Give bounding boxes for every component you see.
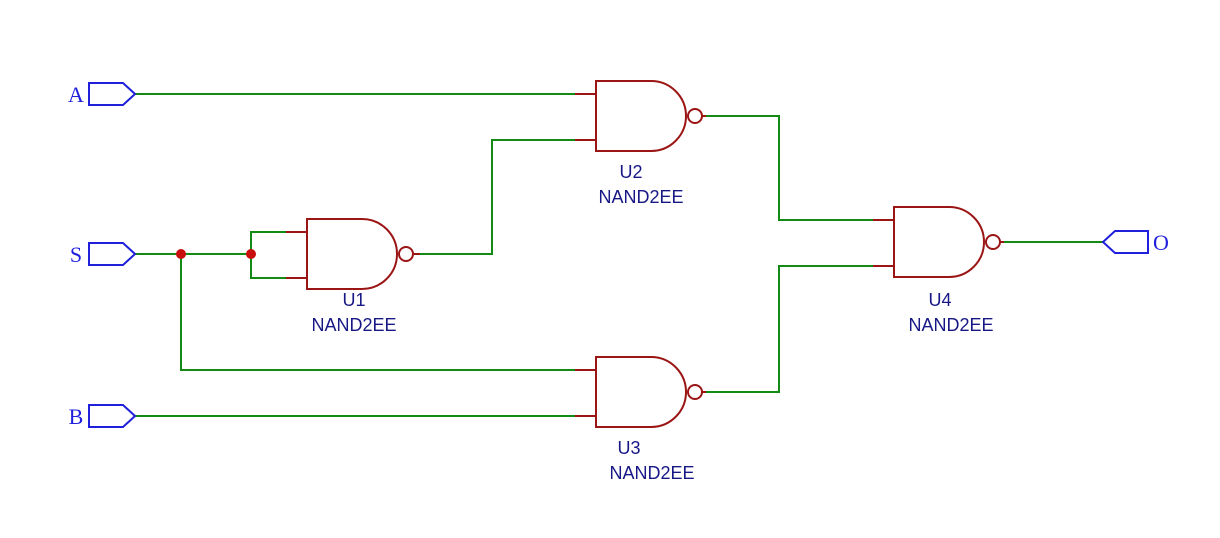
inversion-bubble [398,246,414,262]
output-port-arrow-icon [1101,230,1149,254]
port-label: S [70,242,82,267]
wire-s-to-u3 [180,254,575,371]
gate-ref-label: U2 [619,162,642,182]
junction-dot [246,249,256,259]
port-s[interactable]: S [70,242,137,267]
gate-u1[interactable]: U1 NAND2EE [286,218,420,335]
gate-type-label: NAND2EE [609,463,694,483]
junction-dot [176,249,186,259]
port-o[interactable]: O [1101,230,1169,255]
nand-gate-symbol [306,218,398,290]
port-label: B [69,404,84,429]
wires [135,93,1103,417]
gate-ref-label: U3 [617,438,640,458]
gate-u4[interactable]: U4 NAND2EE [873,206,1004,335]
port-label: A [68,82,84,107]
nand-gate-symbol [595,356,687,428]
input-port-arrow-icon [88,242,137,266]
inversion-bubble [687,108,703,124]
inversion-bubble [985,234,1001,250]
gate-ref-label: U1 [342,290,365,310]
input-port-arrow-icon [88,82,137,106]
gate-type-label: NAND2EE [311,315,396,335]
wire-u3-to-u4 [706,265,873,393]
gate-type-label: NAND2EE [598,187,683,207]
gate-ref-label: U4 [928,290,951,310]
nand-gate-symbol [595,80,687,152]
wire-u2-to-u4 [706,115,873,221]
port-a[interactable]: A [68,82,137,107]
nand-gate-symbol [893,206,985,278]
wire-u1-to-u2 [420,139,575,255]
gate-u2[interactable]: U2 NAND2EE [575,80,706,207]
wire-u1-input-tie [250,231,286,279]
port-b[interactable]: B [69,404,137,429]
input-port-arrow-icon [88,404,137,428]
port-label: O [1153,230,1169,255]
inversion-bubble [687,384,703,400]
gate-u3[interactable]: U3 NAND2EE [575,356,706,483]
gate-type-label: NAND2EE [908,315,993,335]
